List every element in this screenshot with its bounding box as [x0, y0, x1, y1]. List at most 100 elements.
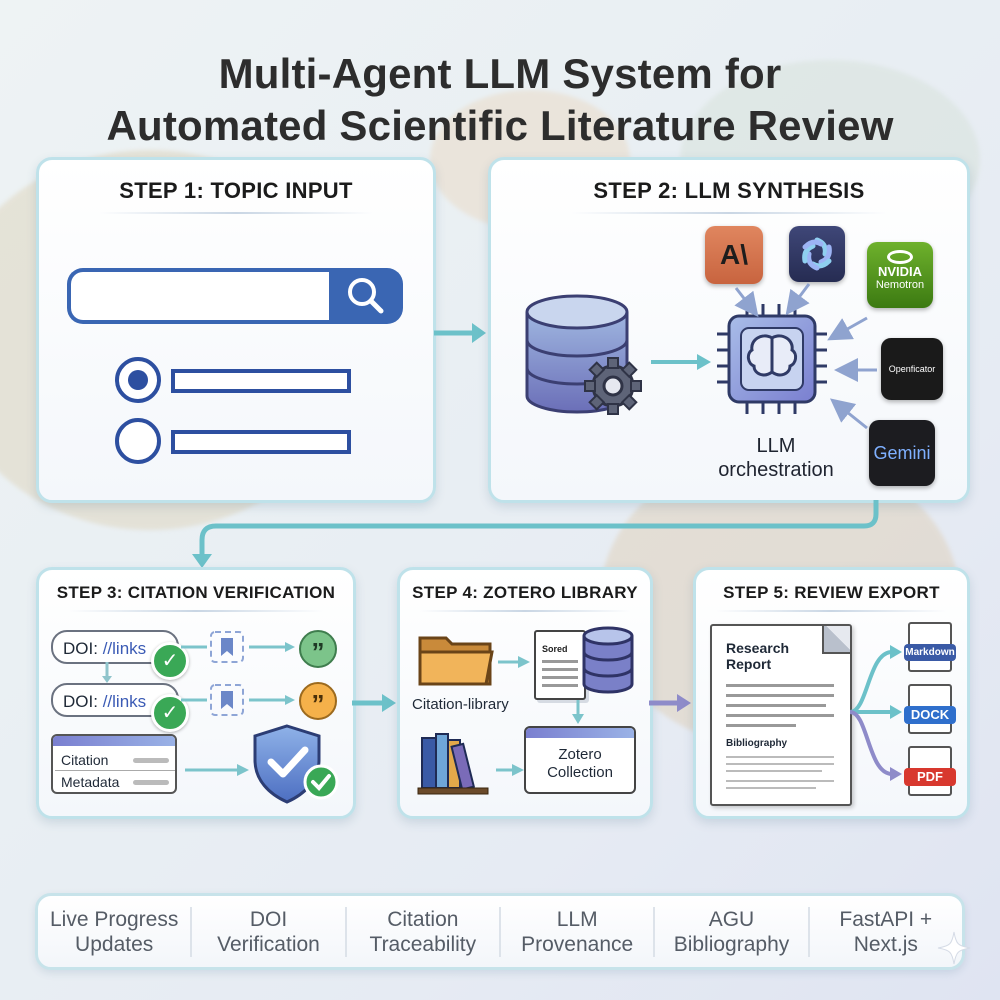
flow-arrow-4-5 — [649, 694, 691, 712]
llm-orchestration-label: LLM orchestration — [691, 434, 861, 482]
radio-option-selected[interactable] — [115, 357, 161, 403]
nvidia-eye-icon — [887, 250, 913, 264]
feature-bar: Live Progress Updates DOI Verification C… — [35, 893, 965, 970]
doc-line — [542, 676, 578, 679]
step5-divider — [716, 610, 946, 612]
feature-line1: Citation — [387, 907, 459, 931]
collection-label: Zotero Collection — [526, 746, 634, 782]
doi-link: //links — [102, 639, 147, 658]
doc-line — [542, 660, 578, 663]
feature-line1: AGU — [708, 907, 755, 931]
feature-line1: LLM — [556, 907, 598, 931]
search-button[interactable] — [329, 268, 403, 324]
citation-library-label: Citation-library — [412, 696, 509, 713]
search-icon — [348, 278, 384, 314]
radio-dot — [128, 370, 148, 390]
step2-divider — [571, 212, 887, 214]
anthropic-logo-text: A\ — [720, 239, 748, 270]
doi-link: //links — [102, 692, 147, 711]
docx-file-icon[interactable]: DOCK — [904, 684, 956, 734]
feature-live-progress: Live Progress Updates — [38, 906, 193, 957]
report-text-line — [726, 724, 796, 727]
collection-line1: Zotero — [558, 746, 602, 763]
citation-metadata-card: Citation Metadata — [51, 734, 177, 794]
step4-panel: STEP 4: ZOTERO LIBRARY Citation-library … — [397, 567, 653, 819]
step3-title: STEP 3: CITATION VERIFICATION — [56, 583, 336, 602]
row-connector-arrows — [102, 662, 112, 683]
title-line-2: Automated Scientific Literature Review — [106, 102, 894, 149]
sorted-document-icon: Sored — [534, 630, 586, 700]
option-text-bar — [171, 430, 351, 454]
folder-to-doc-arrow — [498, 656, 530, 668]
metadata-arrow — [185, 764, 249, 776]
feature-line2: Next.js — [853, 932, 918, 956]
bib-line — [726, 763, 834, 765]
books-to-collection-arrow — [496, 764, 524, 776]
metadata-line2: Metadata — [61, 774, 120, 790]
step1-panel: STEP 1: TOPIC INPUT — [36, 157, 436, 503]
feature-line2: Updates — [75, 932, 154, 956]
radio-option-unselected[interactable] — [115, 418, 161, 464]
page-fold — [822, 626, 850, 654]
quote-bubble-icon: ” — [299, 682, 337, 720]
zotero-collection-window[interactable]: Zotero Collection — [524, 726, 636, 794]
bookmark-icon — [210, 684, 244, 716]
nvidia-logo: NVIDIA Nemotron — [867, 242, 933, 308]
flow-arrow-db-chip — [651, 354, 711, 370]
step4-title: STEP 4: ZOTERO LIBRARY — [412, 583, 638, 602]
step5-panel: STEP 5: REVIEW EXPORT Research Report Bi… — [693, 567, 970, 819]
step1-title: STEP 1: TOPIC INPUT — [119, 178, 353, 203]
report-text-line — [726, 694, 834, 697]
feature-line2: Traceability — [369, 932, 477, 956]
verified-shield-icon — [253, 724, 339, 804]
bib-line — [726, 787, 816, 789]
bib-line — [726, 780, 834, 782]
step3-arrows — [181, 642, 295, 705]
feature-doi-verification: DOI Verification — [192, 906, 347, 957]
topic-search-input[interactable] — [67, 268, 329, 324]
document-label: Sored — [542, 644, 568, 654]
feature-line2: Provenance — [521, 932, 634, 956]
doi-prefix: DOI: — [63, 639, 98, 658]
page-title: Multi-Agent LLM System for Automated Sci… — [0, 48, 1000, 152]
quote-bubble-icon: ” — [299, 630, 337, 668]
markdown-file-icon[interactable]: Markdown — [904, 622, 956, 672]
report-title: Research Report — [726, 640, 789, 672]
bookmark-icon — [210, 631, 244, 663]
feature-llm-provenance: LLM Provenance — [501, 906, 656, 957]
option-text-bar — [171, 369, 351, 393]
research-report-document[interactable]: Research Report Bibliography — [710, 624, 852, 806]
anthropic-logo: A\ — [705, 226, 763, 284]
feature-citation-traceability: Citation Traceability — [347, 906, 501, 957]
llm-label-line1: LLM — [756, 435, 796, 457]
card-titlebar — [53, 736, 175, 746]
step3-panel: STEP 3: CITATION VERIFICATION DOI: //lin… — [36, 567, 356, 819]
openficator-logo: Openficator — [881, 338, 943, 400]
gear-icon — [584, 357, 642, 415]
pdf-file-icon[interactable]: PDF — [904, 746, 956, 796]
window-titlebar — [526, 728, 634, 738]
docx-label: DOCK — [904, 706, 956, 724]
folder-icon — [418, 636, 494, 686]
step4-divider — [420, 610, 630, 612]
step2-panel: STEP 2: LLM SYNTHESIS — [488, 157, 970, 503]
feature-fastapi-nextjs: FastAPI + Next.js — [810, 907, 962, 957]
metadata-separator — [55, 770, 175, 771]
report-title-line2: Report — [726, 656, 772, 672]
flow-arrow-1-2 — [434, 323, 486, 343]
nemotron-label: Nemotron — [875, 279, 925, 291]
export-branch-arrows — [849, 645, 902, 781]
feature-line2: Bibliography — [673, 932, 790, 956]
report-title-line1: Research — [726, 640, 790, 656]
bib-line — [726, 756, 834, 758]
doc-line — [542, 668, 578, 671]
feature-line2: Verification — [217, 932, 320, 956]
doc-to-collection-arrow — [572, 700, 584, 724]
openficator-label: Openficator — [888, 364, 936, 374]
metadata-value-bar — [133, 758, 169, 763]
database-icon — [582, 626, 634, 694]
aperture-icon — [802, 237, 832, 271]
collection-line2: Collection — [547, 764, 613, 781]
doi-prefix: DOI: — [63, 692, 98, 711]
doi-link-row-1[interactable]: DOI: //links — [51, 630, 179, 664]
